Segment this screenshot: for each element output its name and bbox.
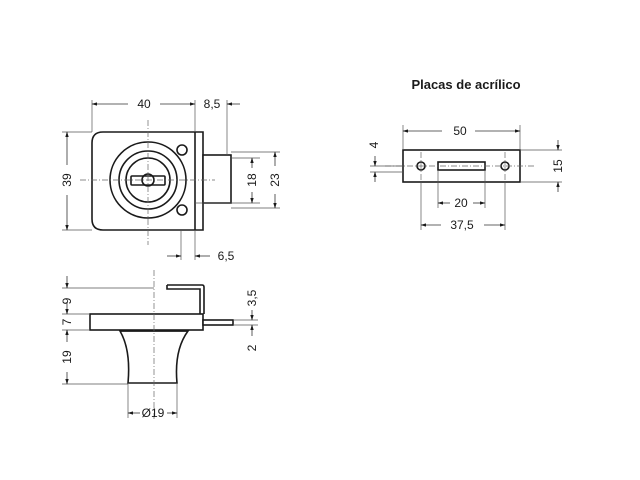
dim-slot: 20 bbox=[454, 196, 468, 210]
side-view: 9 7 19 Ø19 3,5 2 bbox=[60, 270, 259, 420]
screw-hole-bottom bbox=[176, 204, 188, 216]
bolt-tongue bbox=[202, 319, 234, 326]
dim-bolt-outer: 23 bbox=[268, 173, 282, 187]
dim-bolt-thickness: 3,5 bbox=[245, 289, 259, 306]
dim-bolt-height: 18 bbox=[245, 173, 259, 187]
dim-hole-spacing: 37,5 bbox=[450, 218, 474, 232]
dim-plate: 7 bbox=[60, 318, 74, 325]
front-view: 40 8,5 39 18 23 6,5 bbox=[60, 97, 282, 263]
dim-bolt-depth: 6,5 bbox=[218, 249, 235, 263]
bolt bbox=[202, 154, 232, 204]
lock-plate bbox=[89, 313, 204, 331]
hook bbox=[167, 284, 205, 314]
acrylic-plate-view: Placas de acrílico 50 15 4 20 bbox=[367, 77, 565, 232]
dim-bolt-gap: 2 bbox=[245, 344, 259, 351]
screw-hole-top bbox=[176, 144, 188, 156]
dim-hole-offset: 4 bbox=[367, 141, 381, 148]
dim-knob-diameter: Ø19 bbox=[142, 406, 165, 420]
dim-bolt-offset: 8,5 bbox=[204, 97, 221, 111]
dim-plate-height: 15 bbox=[551, 159, 565, 173]
dim-plate-width: 50 bbox=[453, 124, 467, 138]
plate-hole-left bbox=[416, 161, 426, 171]
dim-top: 9 bbox=[60, 297, 74, 304]
dim-height: 39 bbox=[60, 173, 74, 187]
dim-width: 40 bbox=[137, 97, 151, 111]
knob bbox=[118, 330, 190, 384]
section-title: Placas de acrílico bbox=[411, 77, 520, 92]
dim-knob-height: 19 bbox=[60, 350, 74, 364]
